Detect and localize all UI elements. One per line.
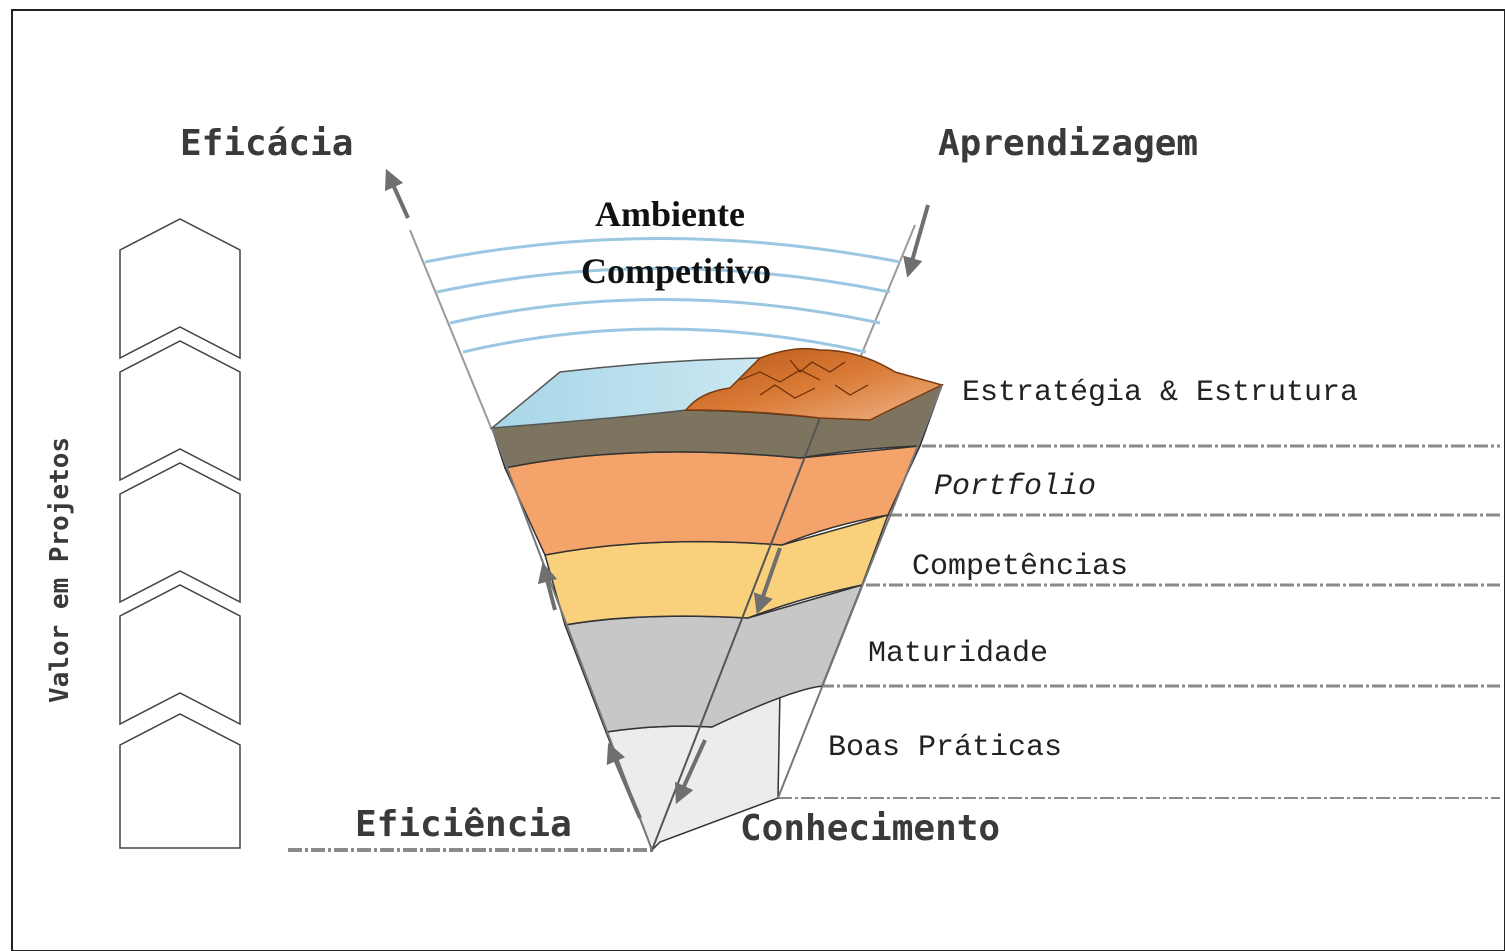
chevron-2 <box>119 340 241 482</box>
layer-label-estrategia: Estratégia & Estrutura <box>962 376 1358 410</box>
title-ambiente: Ambiente <box>595 194 745 234</box>
side-label-valor-em-projetos: Valor em Projetos <box>45 437 75 703</box>
chevron-3 <box>119 462 241 604</box>
title-competitivo: Competitivo <box>581 251 771 291</box>
layer-leader-lines <box>288 444 1500 852</box>
label-conhecimento: Conhecimento <box>740 808 1000 849</box>
layer-label-competencias: Competências <box>912 550 1128 584</box>
layered-wedge <box>489 347 945 852</box>
label-eficiencia: Eficiência <box>355 804 572 845</box>
layer-label-maturidade: Maturidade <box>868 637 1048 671</box>
label-aprendizagem: Aprendizagem <box>938 123 1198 164</box>
chevron-5 <box>119 713 241 849</box>
terrain-mountain-icon <box>684 347 945 421</box>
chevron-1 <box>119 218 241 360</box>
competitive-environment-waves <box>424 237 901 354</box>
value-chevron-stack <box>119 218 241 849</box>
chevron-4 <box>119 584 241 726</box>
layer-label-boas-praticas: Boas Práticas <box>828 731 1062 765</box>
label-eficacia: Eficácia <box>180 123 353 164</box>
curved-arrow-icon <box>384 168 930 819</box>
layer-label-portfolio: Portfolio <box>934 470 1096 504</box>
